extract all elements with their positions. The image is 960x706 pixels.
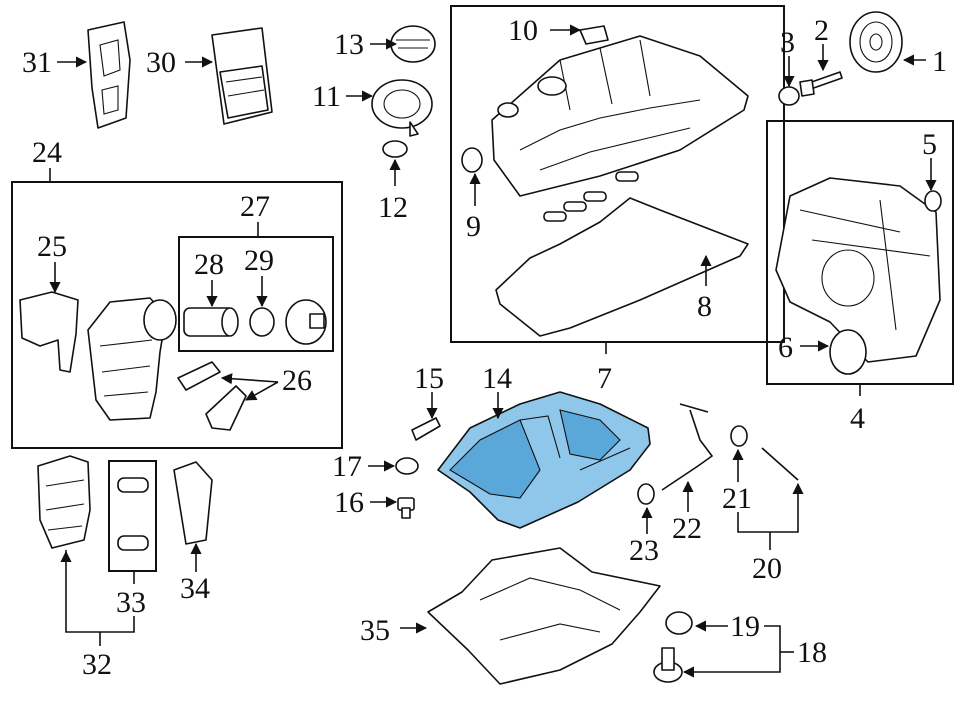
part-25-gasket bbox=[19, 291, 79, 373]
part-24-housing bbox=[87, 297, 177, 421]
part-31-gasket bbox=[87, 21, 131, 129]
part-11-filler-neck bbox=[371, 79, 433, 137]
part-30-cooler bbox=[211, 27, 273, 125]
callout-28: 28 bbox=[194, 248, 224, 281]
part-26-gaskets bbox=[177, 361, 247, 431]
callout-34: 34 bbox=[180, 572, 210, 605]
callout-18: 18 bbox=[797, 636, 827, 669]
part-32-housing bbox=[37, 455, 91, 549]
part-33-seals bbox=[117, 477, 149, 551]
part-8-gasket bbox=[495, 197, 749, 337]
callout-3: 3 bbox=[780, 26, 795, 59]
callout-11: 11 bbox=[312, 80, 341, 113]
callout-30: 30 bbox=[146, 46, 176, 79]
part-15-plug bbox=[411, 417, 441, 441]
callout-7: 7 bbox=[597, 362, 612, 395]
part-18-sensor bbox=[653, 647, 683, 683]
part-14-oil-pan-highlighted bbox=[437, 391, 651, 529]
callout-9: 9 bbox=[466, 210, 481, 243]
callout-20: 20 bbox=[752, 552, 782, 585]
part-17-washer bbox=[395, 457, 419, 475]
callout-4: 4 bbox=[850, 402, 865, 435]
part-6-seal bbox=[829, 329, 867, 375]
callout-2: 2 bbox=[814, 14, 829, 47]
callout-5: 5 bbox=[922, 128, 937, 161]
callout-32: 32 bbox=[82, 648, 112, 681]
part-28-filter bbox=[183, 307, 239, 337]
callout-21: 21 bbox=[722, 482, 752, 515]
part-20-dipstick bbox=[761, 447, 799, 481]
part-5-seal bbox=[924, 190, 942, 212]
oil-filter-housing-group-frame bbox=[11, 181, 343, 449]
part-seals bbox=[543, 171, 639, 222]
callout-6: 6 bbox=[778, 331, 793, 364]
callout-labels: 1 2 3 4 5 6 7 8 9 10 11 12 13 14 15 16 1… bbox=[22, 14, 947, 681]
callout-14: 14 bbox=[482, 362, 512, 395]
callout-13: 13 bbox=[334, 28, 364, 61]
part-29-o-ring bbox=[249, 307, 275, 337]
callout-22: 22 bbox=[672, 512, 702, 545]
part-9-seal bbox=[461, 147, 483, 173]
callout-1: 1 bbox=[932, 45, 947, 78]
callout-35: 35 bbox=[360, 614, 390, 647]
part-21-o-ring bbox=[730, 425, 748, 447]
callout-16: 16 bbox=[334, 486, 364, 519]
leader-lines bbox=[49, 24, 937, 678]
part-10-insert bbox=[579, 25, 609, 45]
part-35-lower-pan bbox=[427, 547, 661, 685]
callout-12: 12 bbox=[378, 191, 408, 224]
part-filter-cap bbox=[285, 299, 327, 345]
part-3-washer bbox=[778, 86, 800, 106]
valve-cover-group-frame bbox=[450, 5, 785, 343]
oil-filter-subgroup-frame bbox=[178, 236, 334, 352]
callout-8: 8 bbox=[697, 290, 712, 323]
callout-10: 10 bbox=[508, 14, 538, 47]
part-23-o-ring bbox=[637, 483, 655, 505]
callout-17: 17 bbox=[332, 450, 362, 483]
callout-33: 33 bbox=[116, 586, 146, 619]
callout-23: 23 bbox=[629, 534, 659, 567]
part-2-bolt bbox=[799, 71, 843, 97]
part-22-dipstick-tube bbox=[661, 403, 714, 491]
callout-31: 31 bbox=[22, 46, 52, 79]
part-13-filler-cap bbox=[390, 25, 436, 63]
part-7-valve-cover bbox=[491, 35, 749, 197]
part-1-pulley bbox=[849, 11, 903, 73]
part-34-cooler bbox=[173, 461, 213, 545]
callout-25: 25 bbox=[37, 230, 67, 263]
callout-27: 27 bbox=[240, 190, 270, 223]
callout-24: 24 bbox=[32, 136, 62, 169]
callout-15: 15 bbox=[414, 362, 444, 395]
callout-19: 19 bbox=[730, 610, 760, 643]
part-12-o-ring bbox=[382, 140, 408, 158]
part-19-o-ring bbox=[665, 611, 693, 635]
seal-kit-frame bbox=[108, 460, 157, 572]
part-4-timing-cover bbox=[775, 177, 941, 363]
callout-29: 29 bbox=[244, 244, 274, 277]
callout-26: 26 bbox=[282, 364, 312, 397]
part-16-drain-plug bbox=[397, 497, 415, 519]
